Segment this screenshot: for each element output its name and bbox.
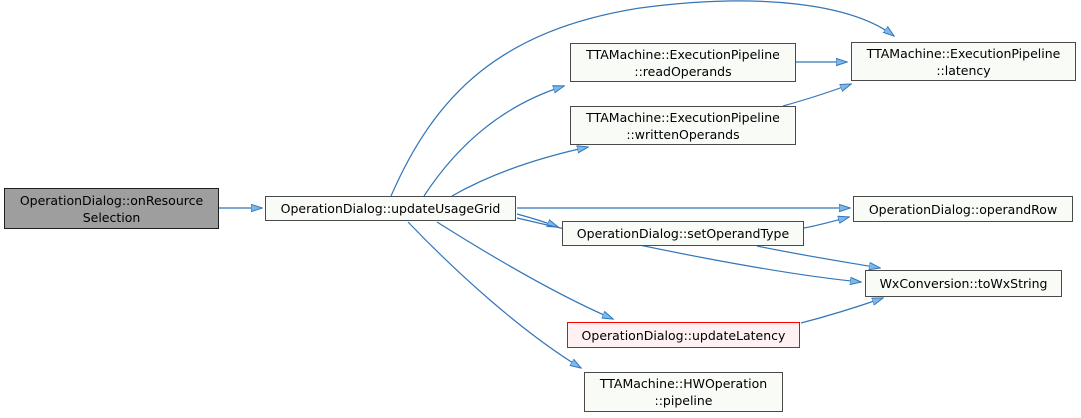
node-toWxString-label: WxConversion::toWxString: [879, 276, 1048, 291]
node-latency[interactable]: TTAMachine::ExecutionPipeline ::latency: [851, 42, 1076, 81]
node-onResourceSelection: OperationDialog::onResource Selection: [4, 188, 219, 229]
node-onResourceSelection-label: OperationDialog::onResource Selection: [19, 192, 204, 225]
edge-updateLatency-toWxString: [800, 298, 883, 324]
edge-updateUsageGrid-readOperands: [423, 86, 564, 197]
node-operandRow-label: OperationDialog::operandRow: [868, 201, 1058, 217]
edge-updateUsageGrid-writtenOperands: [451, 147, 588, 197]
node-operandRow[interactable]: OperationDialog::operandRow: [853, 196, 1073, 222]
node-pipeline-label: TTAMachine::HWOperation ::pipeline: [599, 376, 768, 408]
node-toWxString[interactable]: WxConversion::toWxString: [865, 270, 1062, 297]
node-updateUsageGrid[interactable]: OperationDialog::updateUsageGrid: [265, 196, 516, 221]
edge-updateUsageGrid-setOperandType: [516, 213, 558, 227]
edge-updateUsageGrid-pipeline: [407, 221, 581, 368]
node-updateLatency[interactable]: OperationDialog::updateLatency: [567, 322, 800, 348]
edge-setOperandType-toWxString: [756, 245, 880, 268]
node-writtenOperands-label: TTAMachine::ExecutionPipeline ::writtenO…: [586, 109, 780, 142]
node-readOperands[interactable]: TTAMachine::ExecutionPipeline ::readOper…: [570, 43, 796, 82]
edge-setOperandType-operandRow: [803, 217, 849, 229]
node-updateLatency-label: OperationDialog::updateLatency: [581, 327, 786, 343]
node-pipeline[interactable]: TTAMachine::HWOperation ::pipeline: [584, 372, 783, 412]
node-setOperandType[interactable]: OperationDialog::setOperandType: [562, 221, 804, 246]
node-latency-label: TTAMachine::ExecutionPipeline ::latency: [866, 45, 1061, 78]
node-setOperandType-label: OperationDialog::setOperandType: [576, 226, 790, 241]
edge-writtenOperands-latency: [782, 84, 851, 107]
node-writtenOperands[interactable]: TTAMachine::ExecutionPipeline ::writtenO…: [570, 106, 796, 145]
node-readOperands-label: TTAMachine::ExecutionPipeline ::readOper…: [586, 46, 780, 79]
edge-updateUsageGrid-latency: [390, 0, 894, 197]
node-updateUsageGrid-label: OperationDialog::updateUsageGrid: [280, 201, 501, 216]
